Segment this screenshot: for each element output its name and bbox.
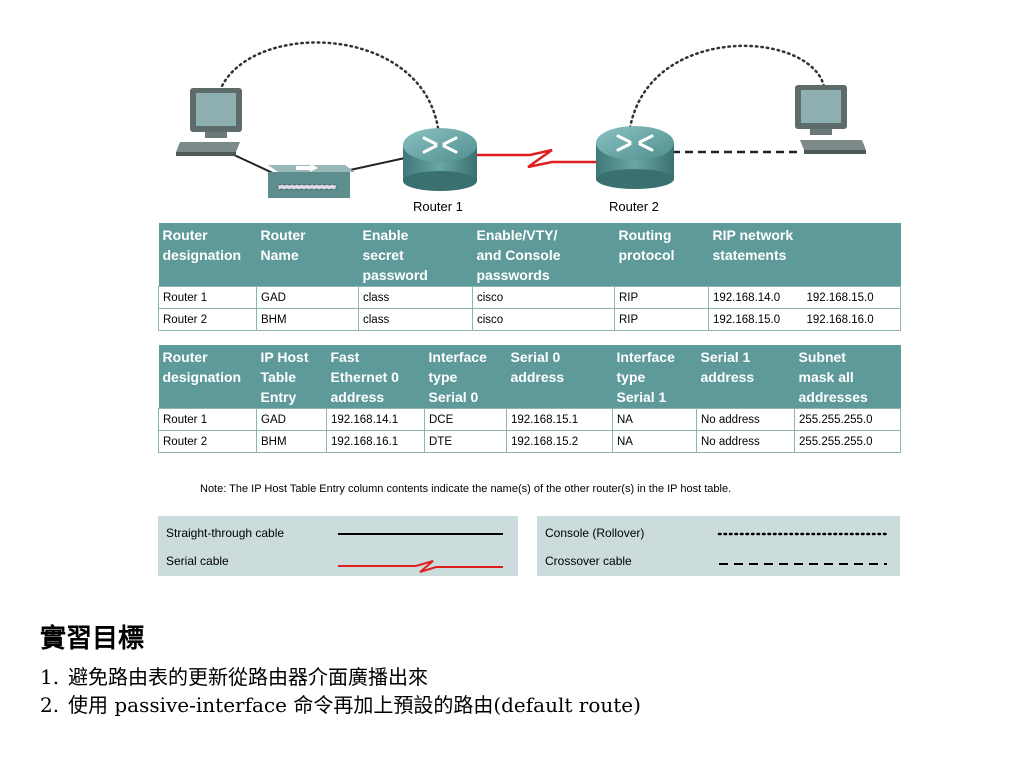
col-vty-console-passwords: Enable/VTY/ and Console passwords (472, 223, 615, 287)
hub-icon (268, 163, 355, 198)
legend-right-lines (717, 532, 889, 565)
cell: cisco (472, 308, 615, 331)
cell: Router 2 (158, 308, 257, 331)
cell: DTE (424, 430, 507, 453)
col-serial0-address: Serial 0 address (506, 345, 613, 409)
cell: GAD (256, 408, 327, 431)
router-1-icon (403, 128, 477, 191)
cell: RIP (614, 286, 709, 309)
col-interface-type-serial0: Interface type Serial 0 (424, 345, 507, 409)
cell: 192.168.15.2 (506, 430, 613, 453)
pc-left-icon (176, 88, 242, 156)
cell: cisco (472, 286, 615, 309)
cell: RIP (614, 308, 709, 331)
cell: 192.168.16.1 (326, 430, 425, 453)
router-interface-table: Router designation IP Host Table Entry F… (158, 345, 901, 453)
table-header-row: Router designation IP Host Table Entry F… (158, 345, 901, 409)
network-topology-diagram (176, 41, 866, 198)
objective-text: 避免路由表的更新從路由器介面廣播出來 (68, 665, 428, 689)
cell: 255.255.255.0 (794, 408, 901, 431)
legend-crossover-label: Crossover cable (545, 554, 632, 568)
cell: DCE (424, 408, 507, 431)
objective-number: 2. (40, 693, 60, 717)
cell: GAD (256, 286, 359, 309)
legend-straight-label: Straight-through cable (166, 526, 285, 540)
cell: class (358, 286, 473, 309)
cell: NA (612, 430, 697, 453)
legend-right-panel: Console (Rollover) Crossover cable (537, 516, 900, 576)
table-row: Router 2 BHM class cisco RIP 192.168.15.… (158, 308, 901, 331)
legend-console-label: Console (Rollover) (545, 526, 645, 540)
router-2-label: Router 2 (609, 199, 659, 214)
legend-left-lines (338, 533, 503, 573)
cell: class (358, 308, 473, 331)
col-routing-protocol: Routing protocol (614, 223, 709, 287)
cell: BHM (256, 430, 327, 453)
cell: No address (696, 430, 795, 453)
col-subnet-mask: Subnet mask all addresses (794, 345, 901, 409)
console-cable-left (216, 41, 440, 130)
cell: Router 2 (158, 430, 257, 453)
router-2-icon (596, 126, 674, 189)
table-header-row: Router designation Router Name Enable se… (158, 223, 901, 287)
objective-text: 使用 passive-interface 命令再加上預設的路由(default … (68, 693, 641, 717)
objective-item: 1. 避免路由表的更新從路由器介面廣播出來 (40, 663, 641, 691)
pc-right-icon (795, 85, 866, 154)
table-row: Router 2 BHM 192.168.16.1 DTE 192.168.15… (158, 430, 901, 453)
cell: BHM (256, 308, 359, 331)
straight-cable-hub-router1 (349, 157, 406, 171)
table-row: Router 1 GAD 192.168.14.1 DCE 192.168.15… (158, 408, 901, 431)
cell: 192.168.15.0 (802, 286, 901, 309)
col-ip-host-table-entry: IP Host Table Entry (256, 345, 327, 409)
objectives-title: 實習目標 (40, 624, 145, 654)
cell: 192.168.15.0 (708, 308, 803, 331)
cell: NA (612, 408, 697, 431)
cell: 255.255.255.0 (794, 430, 901, 453)
cell: 192.168.14.1 (326, 408, 425, 431)
col-router-name: Router Name (256, 223, 359, 287)
cell: 192.168.15.1 (506, 408, 613, 431)
serial-cable (475, 148, 600, 169)
col-router-designation: Router designation (158, 345, 257, 409)
col-enable-secret: Enable secret password (358, 223, 473, 287)
legend-serial-label: Serial cable (166, 554, 229, 568)
router-config-table: Router designation Router Name Enable se… (158, 223, 901, 331)
legend-left-panel: Straight-through cable Serial cable (158, 516, 518, 576)
cell: 192.168.16.0 (802, 308, 901, 331)
router-1-label: Router 1 (413, 199, 463, 214)
objective-number: 1. (40, 665, 60, 689)
table-note: Note: The IP Host Table Entry column con… (200, 483, 732, 495)
cell: Router 1 (158, 286, 257, 309)
col-router-designation: Router designation (158, 223, 257, 287)
col-rip-network-statements: RIP network statements (708, 223, 901, 287)
col-fast-ethernet-address: Fast Ethernet 0 address (326, 345, 425, 409)
table-row: Router 1 GAD class cisco RIP 192.168.14.… (158, 286, 901, 309)
col-interface-type-serial1: Interface type Serial 1 (612, 345, 697, 409)
col-serial1-address: Serial 1 address (696, 345, 795, 409)
straight-cable-pc-hub (231, 153, 276, 175)
console-cable-right (628, 44, 827, 130)
cell: Router 1 (158, 408, 257, 431)
objective-item: 2. 使用 passive-interface 命令再加上預設的路由(defaul… (40, 691, 641, 719)
objectives-section: 實習目標 1. 避免路由表的更新從路由器介面廣播出來 2. 使用 passive-i… (40, 618, 641, 719)
cell: No address (696, 408, 795, 431)
serial-line-sample (338, 560, 503, 573)
cell: 192.168.14.0 (708, 286, 803, 309)
